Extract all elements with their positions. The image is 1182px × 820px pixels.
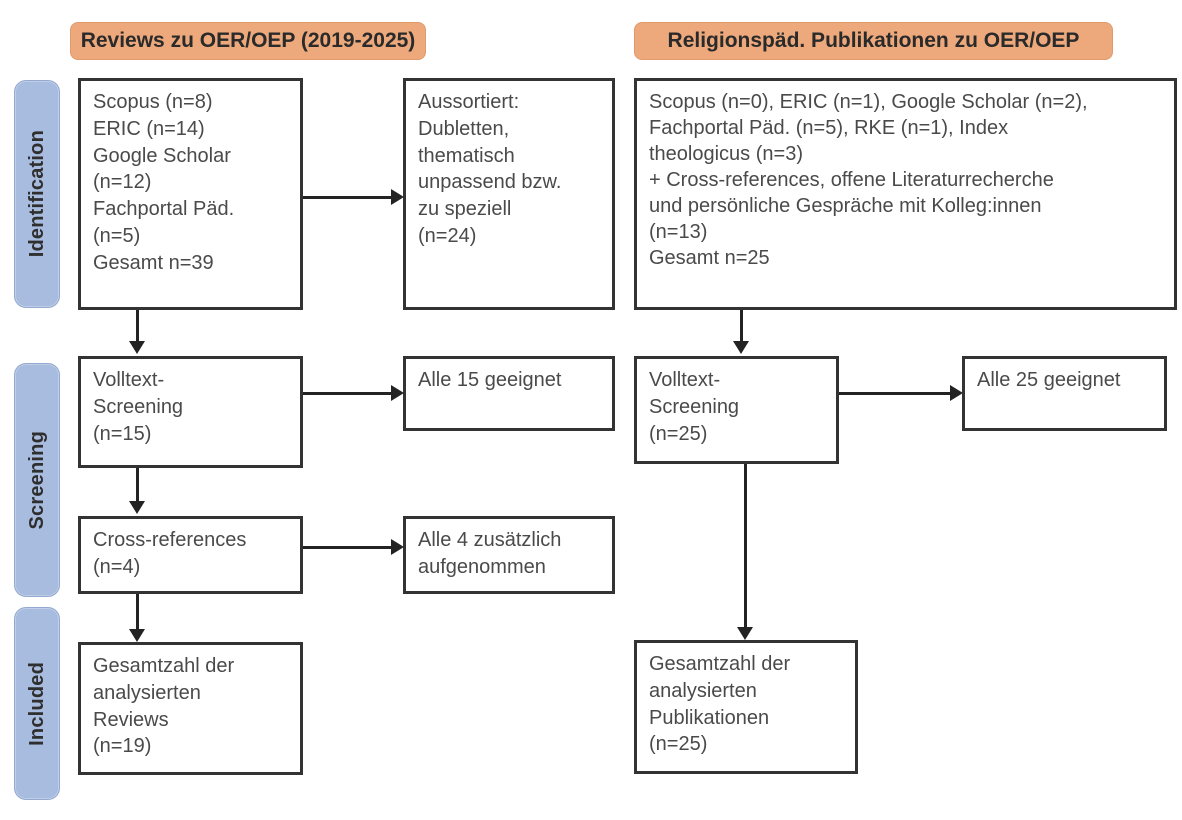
connector-left-crossrefs-to-included xyxy=(136,594,139,632)
stage-label-screening: Screening xyxy=(14,363,60,597)
column-header-right: Religionspäd. Publikationen zu OER/OEP xyxy=(634,22,1113,60)
box-left-excluded: Aussortiert: Dubletten, thematisch unpas… xyxy=(403,78,615,310)
connector-right-screening-to-result xyxy=(839,392,953,395)
arrowhead-right-screening-to-included xyxy=(737,627,753,640)
box-right-fulltext-screening: Volltext- Screening (n=25) xyxy=(634,356,839,464)
connector-right-sources-to-screening xyxy=(740,310,743,344)
box-left-screening-result: Alle 15 geeignet xyxy=(403,356,615,431)
stage-label-included-text: Included xyxy=(25,661,48,746)
connector-left-sources-to-excluded xyxy=(303,196,393,199)
arrowhead-right-screening-to-result xyxy=(950,385,963,401)
arrowhead-left-screening-to-result xyxy=(391,385,404,401)
connector-left-sources-to-screening xyxy=(136,310,139,344)
box-right-sources: Scopus (n=0), ERIC (n=1), Google Scholar… xyxy=(634,78,1177,310)
arrowhead-left-screening-to-crossrefs xyxy=(129,501,145,514)
column-header-left: Reviews zu OER/OEP (2019-2025) xyxy=(70,22,426,60)
stage-label-screening-text: Screening xyxy=(25,430,48,530)
connector-left-screening-to-crossrefs xyxy=(136,468,139,504)
box-right-included: Gesamtzahl der analysierten Publikatione… xyxy=(634,640,858,774)
box-right-screening-result: Alle 25 geeignet xyxy=(962,356,1167,431)
stage-label-identification-text: Identification xyxy=(25,130,48,258)
stage-label-identification: Identification xyxy=(14,80,60,308)
box-left-crossrefs-result: Alle 4 zusätzlich aufgenommen xyxy=(403,516,615,594)
connector-right-screening-to-included xyxy=(744,464,747,630)
box-left-crossrefs: Cross-references (n=4) xyxy=(78,516,303,594)
stage-label-included: Included xyxy=(14,607,60,800)
arrowhead-left-crossrefs-to-result xyxy=(391,539,404,555)
arrowhead-left-sources-to-excluded xyxy=(391,189,404,205)
box-left-sources: Scopus (n=8) ERIC (n=14) Google Scholar … xyxy=(78,78,303,310)
connector-left-crossrefs-to-result xyxy=(303,546,393,549)
connector-left-screening-to-result xyxy=(303,392,393,395)
box-left-included: Gesamtzahl der analysierten Reviews (n=1… xyxy=(78,642,303,775)
arrowhead-right-sources-to-screening xyxy=(733,341,749,354)
arrowhead-left-sources-to-screening xyxy=(129,341,145,354)
arrowhead-left-crossrefs-to-included xyxy=(129,629,145,642)
box-left-fulltext-screening: Volltext- Screening (n=15) xyxy=(78,356,303,468)
